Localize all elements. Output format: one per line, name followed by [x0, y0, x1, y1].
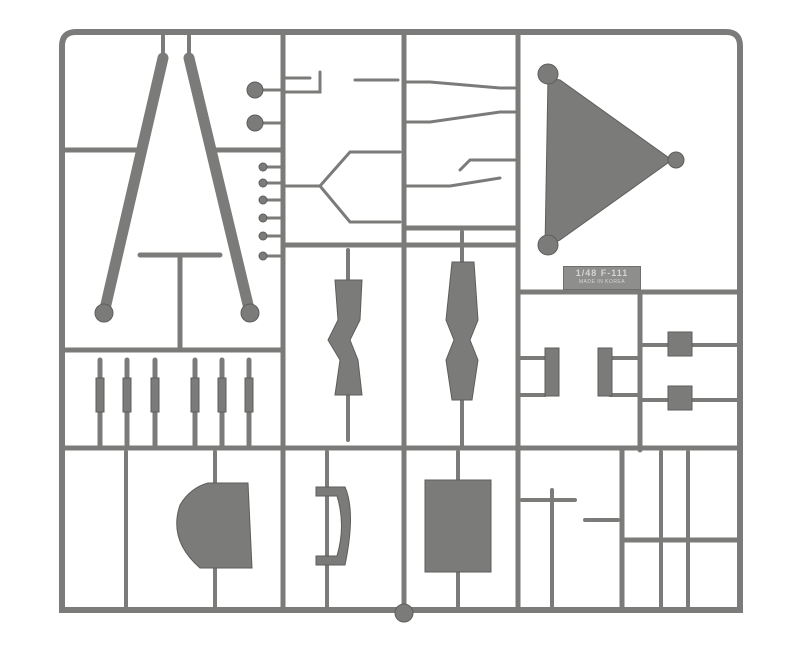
nameplate-scale-text: 1/48 F-111	[575, 268, 629, 278]
wheel-well	[176, 482, 253, 569]
gear-legs-row	[97, 357, 252, 448]
sprue-dividers	[59, 29, 743, 613]
bottom-row-stems	[124, 450, 690, 612]
gear-bay	[424, 479, 492, 573]
nameplate: 1/48 F-111 MADE IN KOREA	[563, 266, 641, 290]
bulkhead-right	[445, 261, 479, 401]
cradle	[315, 486, 351, 566]
triangular-brace	[544, 77, 673, 249]
sprue-frame	[59, 29, 743, 613]
a-frame-struts	[98, 34, 256, 319]
small-round-parts	[256, 88, 285, 258]
bulkhead-left	[327, 279, 363, 396]
gate-knob	[394, 603, 414, 623]
small-rods-top	[281, 70, 520, 224]
nameplate-origin-text: MADE IN KOREA	[578, 279, 626, 285]
